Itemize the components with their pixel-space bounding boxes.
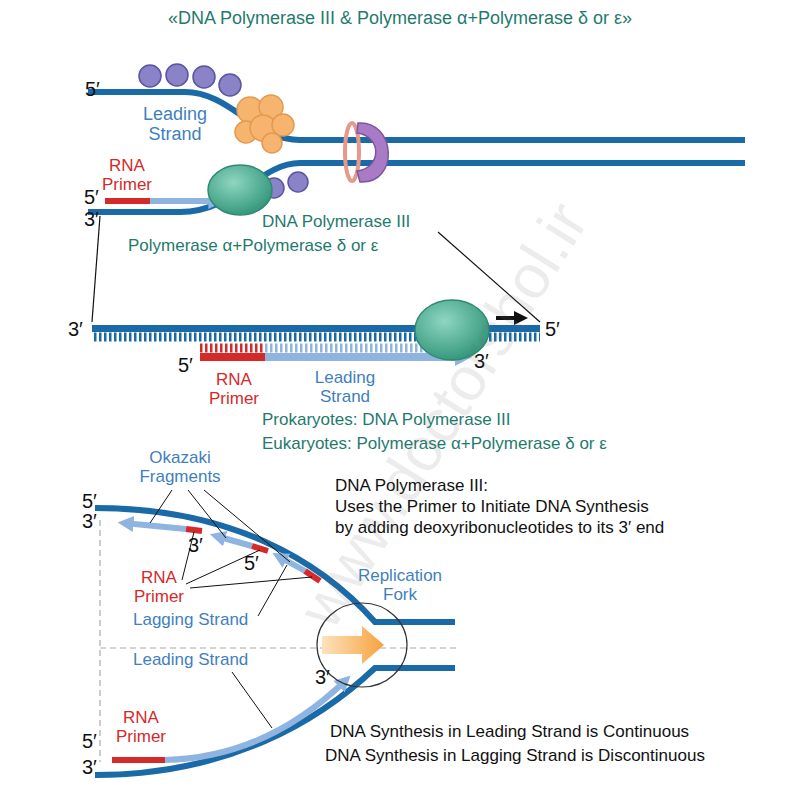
leading-strand xyxy=(265,353,455,361)
leader-lines xyxy=(150,490,312,728)
note-text: by adding deoxyribonucleotides to its 3′… xyxy=(335,518,664,537)
strand-label: Leading Strand xyxy=(305,368,385,406)
end-label: 5′ xyxy=(545,318,560,340)
leading-strand xyxy=(150,198,218,204)
end-label: 5′ xyxy=(178,354,193,376)
ssb-protein xyxy=(139,65,161,87)
template-strand xyxy=(88,163,745,212)
ssb-protein xyxy=(166,64,188,86)
ssb-protein xyxy=(219,74,241,96)
leader-line xyxy=(188,490,226,538)
fork-outline xyxy=(317,603,407,687)
end-label: 5′ xyxy=(82,490,97,512)
zoom-line xyxy=(92,216,100,322)
enzyme-label: Eukaryotes: Polymerase α+Polymerase δ or… xyxy=(262,434,607,453)
leader-line xyxy=(232,672,272,728)
primase-subunit xyxy=(272,114,294,136)
strand-label: Lagging Strand xyxy=(133,610,248,629)
rna-primer xyxy=(105,198,150,204)
rna-primer xyxy=(186,529,202,531)
ssb-protein xyxy=(288,172,308,192)
end-label: 3′ xyxy=(68,318,83,340)
fork-direction-arrow xyxy=(322,626,384,664)
note-text: Uses the Primer to Initiate DNA Synthesi… xyxy=(335,497,649,516)
rna-primer xyxy=(112,757,165,763)
enzyme-label: DNA Polymerase III xyxy=(262,212,410,231)
diagram-title: «DNA Polymerase III & Polymerase α+Polym… xyxy=(168,8,632,28)
direction-arrowhead xyxy=(514,311,528,325)
leader-line xyxy=(204,490,290,562)
note-heading: DNA Polymerase III: xyxy=(335,476,488,495)
note-text: DNA Synthesis in Leading Strand is Conti… xyxy=(330,722,689,741)
primer-bases xyxy=(200,344,265,353)
guide-line xyxy=(99,520,100,762)
fragment-label: Okazaki Fragments xyxy=(130,448,230,486)
helicase xyxy=(357,123,388,182)
direction-arrow xyxy=(496,316,516,320)
lagging-template xyxy=(95,508,455,622)
enzyme-label: Prokaryotes: DNA Polymerase III xyxy=(262,410,510,429)
end-label: 3′ xyxy=(82,510,97,532)
dna-polymerase xyxy=(208,165,272,215)
end-label: 3′ xyxy=(82,756,97,778)
end-label: 5′ xyxy=(84,186,99,208)
note-text: DNA Synthesis in Lagging Strand is Disco… xyxy=(325,746,705,765)
end-label: 5′ xyxy=(85,78,100,100)
primer-label: RNA Primer xyxy=(203,370,265,408)
fork-label: Replication Fork xyxy=(350,566,450,604)
primer-label: RNA Primer xyxy=(110,708,172,746)
guide-line xyxy=(100,647,460,648)
leader-line xyxy=(186,550,260,584)
rna-primer xyxy=(305,571,320,581)
primase xyxy=(235,95,294,153)
leader-line xyxy=(150,490,172,523)
okazaki-fragment xyxy=(278,556,305,571)
end-label: 5′ xyxy=(82,730,97,752)
strand-label: Leading Strand xyxy=(135,104,215,144)
enzyme-label: Polymerase α+Polymerase δ or ε xyxy=(128,236,378,255)
primer-label: RNA Primer xyxy=(96,156,158,194)
okazaki-fragment xyxy=(124,523,186,529)
leader-line xyxy=(258,565,287,616)
leading-strand xyxy=(165,680,346,760)
watermark: www.doctorshol.ir xyxy=(285,190,601,639)
parental-strand xyxy=(88,92,745,140)
end-label: 3′ xyxy=(84,208,99,230)
leader-line xyxy=(190,577,312,588)
rna-primer xyxy=(200,353,265,361)
end-label: 3′ xyxy=(474,350,489,372)
primase-subunit xyxy=(262,133,282,153)
strand-label: Leading Strand xyxy=(133,650,248,669)
dna-polymerase xyxy=(415,300,489,360)
end-label: 3′ xyxy=(315,666,330,688)
ssb-protein xyxy=(193,66,215,88)
end-label: 3′ xyxy=(188,534,203,556)
okazaki-fragment xyxy=(216,536,252,546)
leader-line xyxy=(182,532,194,580)
end-label: 5′ xyxy=(244,552,259,574)
leading-template xyxy=(95,668,455,775)
primer-label: RNA Primer xyxy=(128,568,190,606)
